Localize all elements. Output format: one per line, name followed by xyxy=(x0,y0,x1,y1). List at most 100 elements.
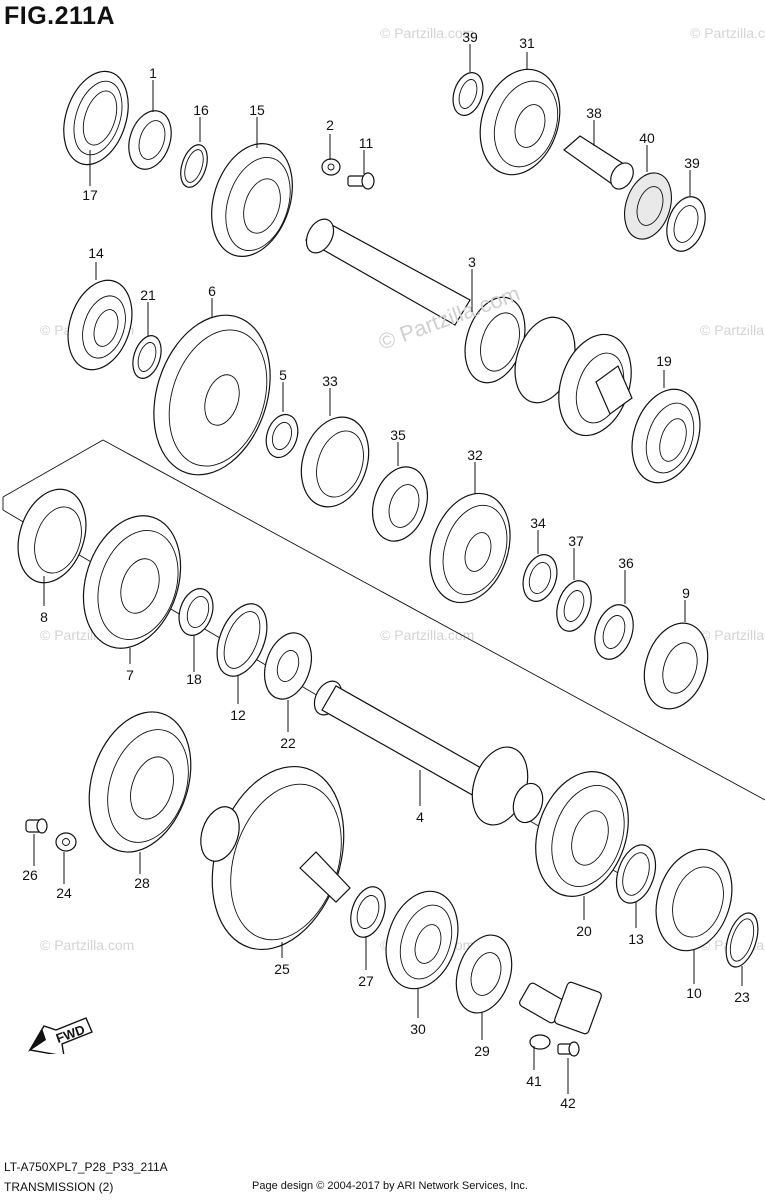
gear-10 xyxy=(655,848,733,952)
bearing-15 xyxy=(211,143,293,257)
callout-39-right: 39 xyxy=(684,155,700,171)
lock-washer-37 xyxy=(556,580,592,632)
watermark-faint: © Partzilla.com xyxy=(380,627,474,643)
bushing-34 xyxy=(522,554,558,602)
gear-9 xyxy=(643,622,709,710)
watermark-faint: © Partzilla.com xyxy=(700,322,765,338)
callout-9: 9 xyxy=(682,585,690,601)
callout-34: 34 xyxy=(530,515,546,531)
callout-16: 16 xyxy=(193,102,209,118)
callout-38: 38 xyxy=(586,105,602,121)
callout-6: 6 xyxy=(208,283,216,299)
lock-washer-36 xyxy=(594,604,634,660)
gear-32 xyxy=(429,492,511,604)
shift-sleeve-33 xyxy=(300,416,370,508)
driveshaft-4 xyxy=(313,680,544,826)
washer-39-top xyxy=(452,72,484,116)
oil-seal-29 xyxy=(455,934,513,1014)
callout-13: 13 xyxy=(628,931,644,947)
screw-11 xyxy=(347,172,375,190)
gear-35 xyxy=(372,466,428,542)
lock-washer-2 xyxy=(321,158,341,176)
gear-31 xyxy=(479,68,561,176)
callout-37: 37 xyxy=(568,533,584,549)
watermark-faint: © Partzilla.com xyxy=(40,937,134,953)
callout-32: 32 xyxy=(467,447,483,463)
washer-39-right xyxy=(666,196,706,252)
oil-seal-17 xyxy=(63,70,129,166)
bearing-19 xyxy=(631,388,701,484)
callout-15: 15 xyxy=(249,102,265,118)
callout-26: 26 xyxy=(22,867,38,883)
callout-1: 1 xyxy=(149,65,157,81)
leader-lines xyxy=(33,44,743,1094)
callout-28: 28 xyxy=(134,875,150,891)
circlip-23 xyxy=(725,912,759,968)
bolt-26 xyxy=(25,818,48,834)
gear-25 xyxy=(200,765,351,951)
washer-12 xyxy=(216,603,268,677)
washer-22 xyxy=(263,632,313,700)
gear-6 xyxy=(153,314,271,476)
o-ring-13 xyxy=(615,844,657,904)
callout-11: 11 xyxy=(359,135,374,151)
callout-25: 25 xyxy=(274,961,290,977)
callout-5: 5 xyxy=(279,367,287,383)
watermark-faint: © Partzilla.com xyxy=(380,25,474,41)
callout-3: 3 xyxy=(468,254,476,270)
callout-39-top: 39 xyxy=(462,29,478,45)
callout-8: 8 xyxy=(40,609,48,625)
callout-22: 22 xyxy=(280,735,296,751)
countershaft-3 xyxy=(304,218,633,437)
callout-30: 30 xyxy=(410,1021,426,1037)
o-ring-16 xyxy=(180,144,208,188)
callout-27: 27 xyxy=(358,973,374,989)
callout-18: 18 xyxy=(186,671,202,687)
callout-33: 33 xyxy=(322,373,338,389)
footer-copyright: Page design © 2004-2017 by ARI Network S… xyxy=(252,1180,528,1192)
callout-36: 36 xyxy=(618,555,634,571)
bearing-28 xyxy=(88,711,192,853)
callout-41: 41 xyxy=(526,1073,542,1089)
callout-19: 19 xyxy=(656,353,672,369)
bearing-20 xyxy=(535,771,629,897)
fwd-label: FWD xyxy=(54,1022,87,1046)
callout-10: 10 xyxy=(686,985,702,1001)
figure-title: FIG.211A xyxy=(4,2,115,30)
callout-42: 42 xyxy=(560,1095,576,1111)
callout-numbers: 1 16 15 2 11 17 39 31 38 40 39 3 14 21 6… xyxy=(22,29,750,1111)
callout-24: 24 xyxy=(56,885,72,901)
fwd-direction-arrow-icon: FWD xyxy=(28,1017,93,1054)
bolt-42 xyxy=(557,1041,580,1057)
callout-4: 4 xyxy=(416,809,424,825)
footer-section-name: TRANSMISSION (2) xyxy=(4,1180,114,1194)
gear-7 xyxy=(82,515,182,649)
gear-8 xyxy=(17,488,87,584)
callout-29: 29 xyxy=(474,1043,490,1059)
bushing-18 xyxy=(178,588,214,636)
washer-24 xyxy=(55,832,77,852)
callout-21: 21 xyxy=(140,287,156,303)
footer-model-code: LT-A750XPL7_P28_P33_211A xyxy=(4,1160,168,1174)
callout-20: 20 xyxy=(576,923,592,939)
callout-31: 31 xyxy=(519,35,535,51)
speed-sensor-41 xyxy=(519,981,602,1050)
bearing-30 xyxy=(385,890,459,990)
callout-23: 23 xyxy=(734,989,750,1005)
watermark-faint: © Partzilla.com xyxy=(690,25,765,41)
callout-7: 7 xyxy=(126,667,134,683)
bearing-14 xyxy=(67,279,133,371)
callout-12: 12 xyxy=(230,707,246,723)
callout-35: 35 xyxy=(390,427,406,443)
bushing-27 xyxy=(350,886,386,938)
bushing-1 xyxy=(128,110,172,170)
sleeve-38 xyxy=(563,135,634,190)
watermark-faint: © Partzilla.com xyxy=(700,627,765,643)
callout-2: 2 xyxy=(326,117,334,133)
callout-40: 40 xyxy=(639,130,655,146)
callout-17: 17 xyxy=(82,187,98,203)
washer-21 xyxy=(132,335,162,379)
callout-14: 14 xyxy=(88,245,104,261)
bushing-5 xyxy=(265,413,299,459)
